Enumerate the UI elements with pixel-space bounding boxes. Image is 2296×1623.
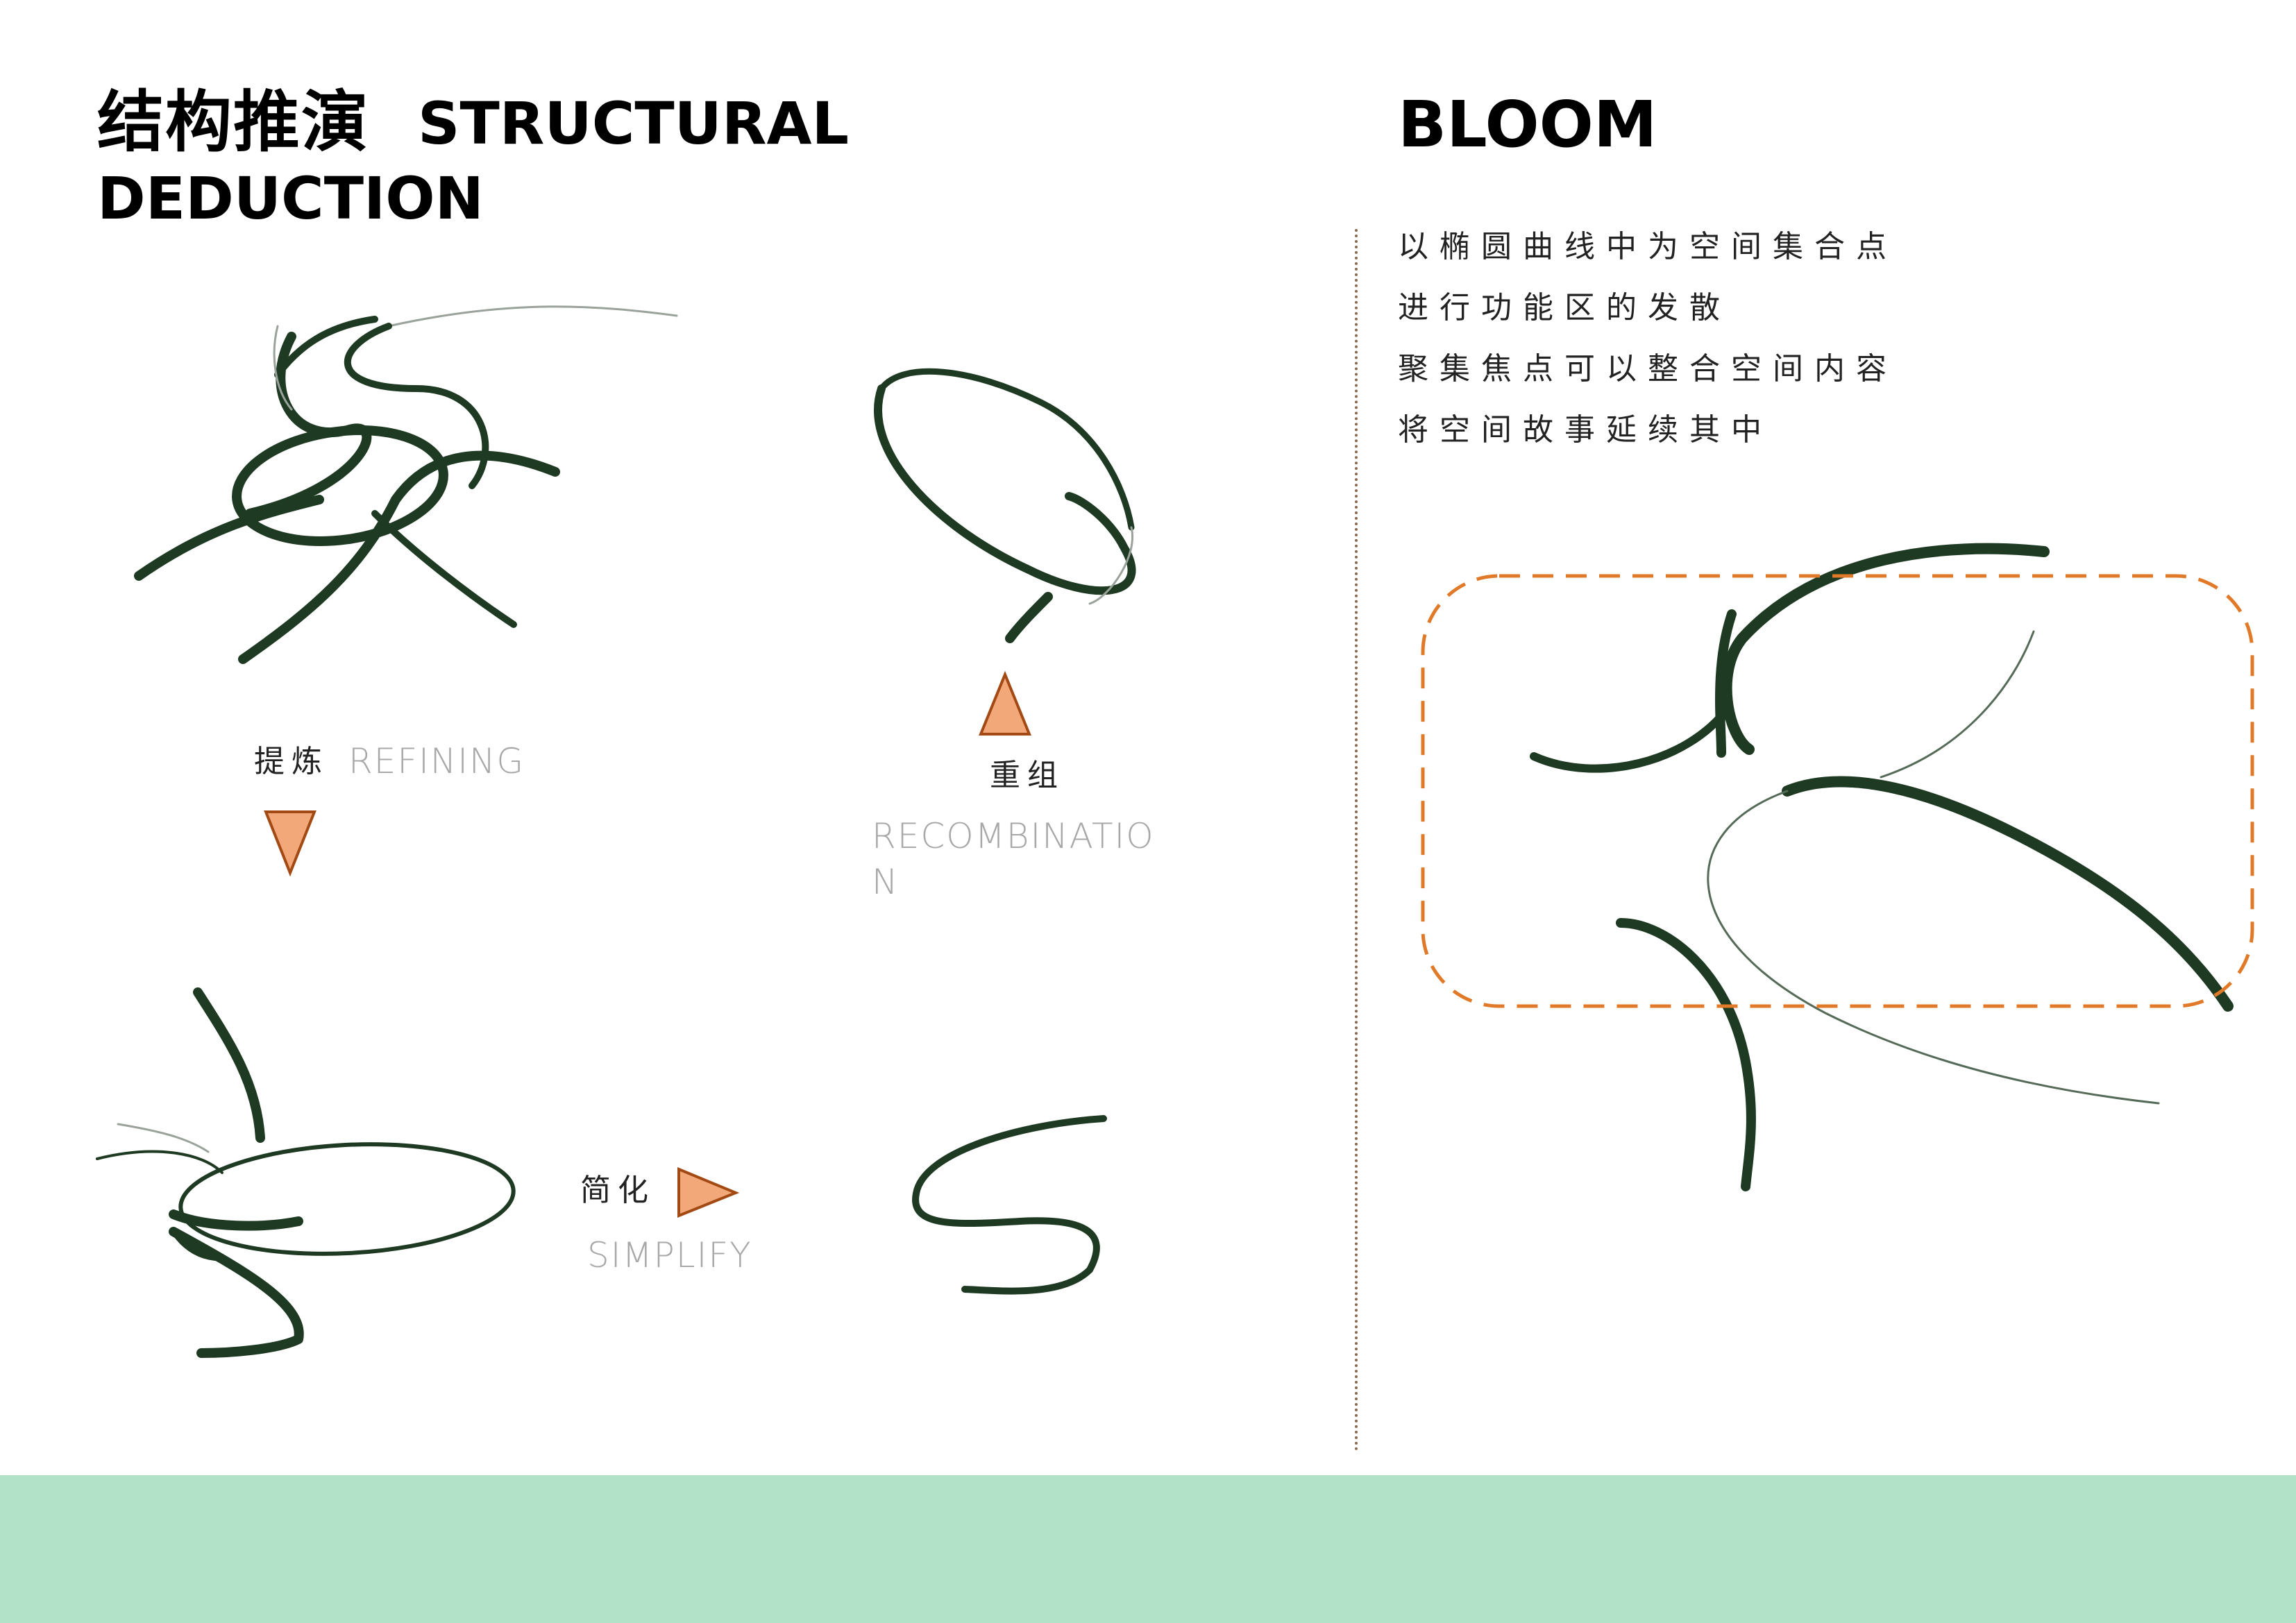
arrow-right-icon bbox=[677, 1167, 740, 1218]
arrow-down-icon bbox=[264, 810, 316, 877]
sketch-simplified bbox=[96, 987, 516, 1358]
sketch-final bbox=[912, 1115, 1107, 1295]
page-title-cn: 结构推演 bbox=[97, 83, 369, 161]
recombination-label-en-line1: RECOMBINATIO bbox=[872, 816, 1155, 856]
page-title-en-line2: DEDUCTION bbox=[97, 164, 484, 232]
vertical-divider bbox=[1355, 229, 1358, 1452]
simplify-label-cn: 简化 bbox=[580, 1173, 655, 1208]
page-title-en-line1: STRUCTURAL bbox=[418, 90, 850, 158]
refining-label-cn: 提炼 bbox=[254, 744, 329, 779]
description-line-2: 进行功能区的发散 bbox=[1398, 290, 1731, 325]
footer-band bbox=[0, 1475, 2296, 1623]
recombination-label-cn: 重组 bbox=[990, 758, 1065, 793]
sketch-recombined bbox=[874, 368, 1136, 643]
sketch-bloom bbox=[1530, 543, 2234, 1191]
arrow-up-icon bbox=[979, 670, 1031, 736]
focus-dashed-box bbox=[1421, 574, 2254, 1008]
description-line-1: 以椭圆曲线中为空间集合点 bbox=[1398, 229, 1898, 264]
sketch-original bbox=[134, 305, 678, 664]
recombination-label-en-line2: N bbox=[872, 862, 900, 902]
refining-label-en: REFINING bbox=[348, 741, 525, 781]
simplify-label-en: SIMPLIFY bbox=[587, 1235, 752, 1275]
description-line-4: 将空间故事延续其中 bbox=[1398, 412, 1773, 448]
description-line-3: 聚集焦点可以整合空间内容 bbox=[1398, 351, 1898, 386]
bloom-title: BLOOM bbox=[1398, 87, 1657, 162]
